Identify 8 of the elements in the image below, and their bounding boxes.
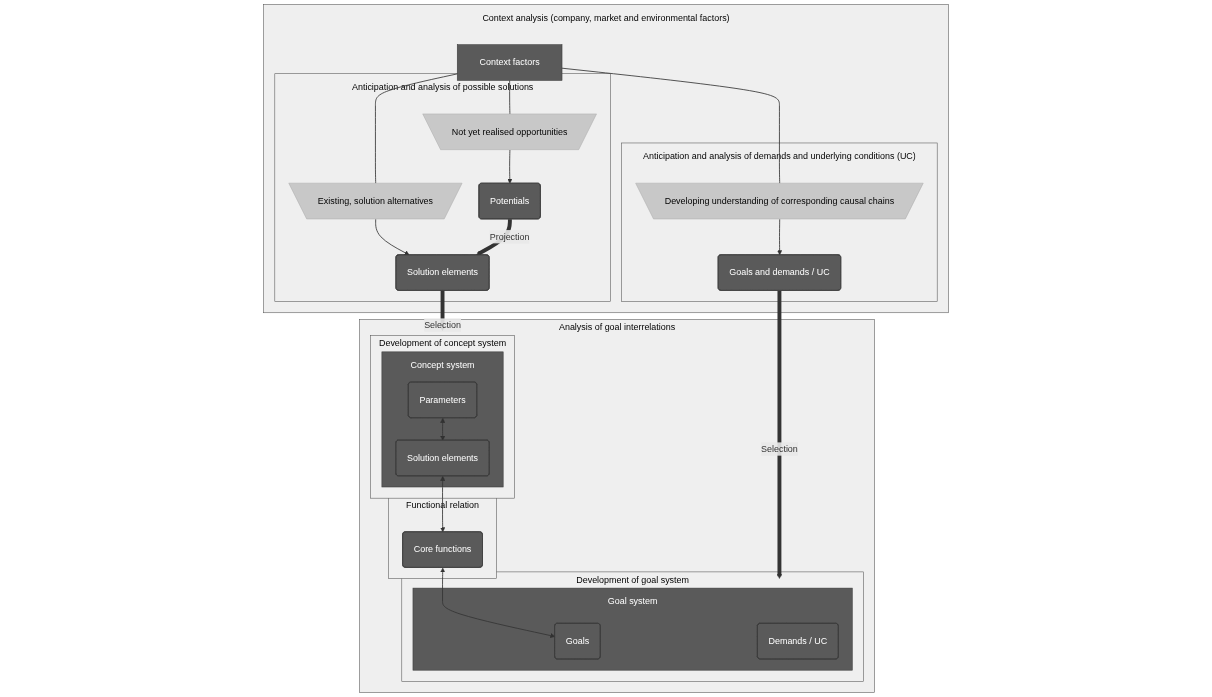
connector [509, 80, 511, 115]
arrow [777, 290, 782, 579]
edge-label: Selection [424, 320, 461, 330]
node-box: Context factors [456, 44, 563, 81]
connector [561, 67, 781, 184]
edge-label: Selection [761, 444, 798, 454]
connector [375, 73, 458, 184]
edge-label: Projection [489, 231, 530, 242]
